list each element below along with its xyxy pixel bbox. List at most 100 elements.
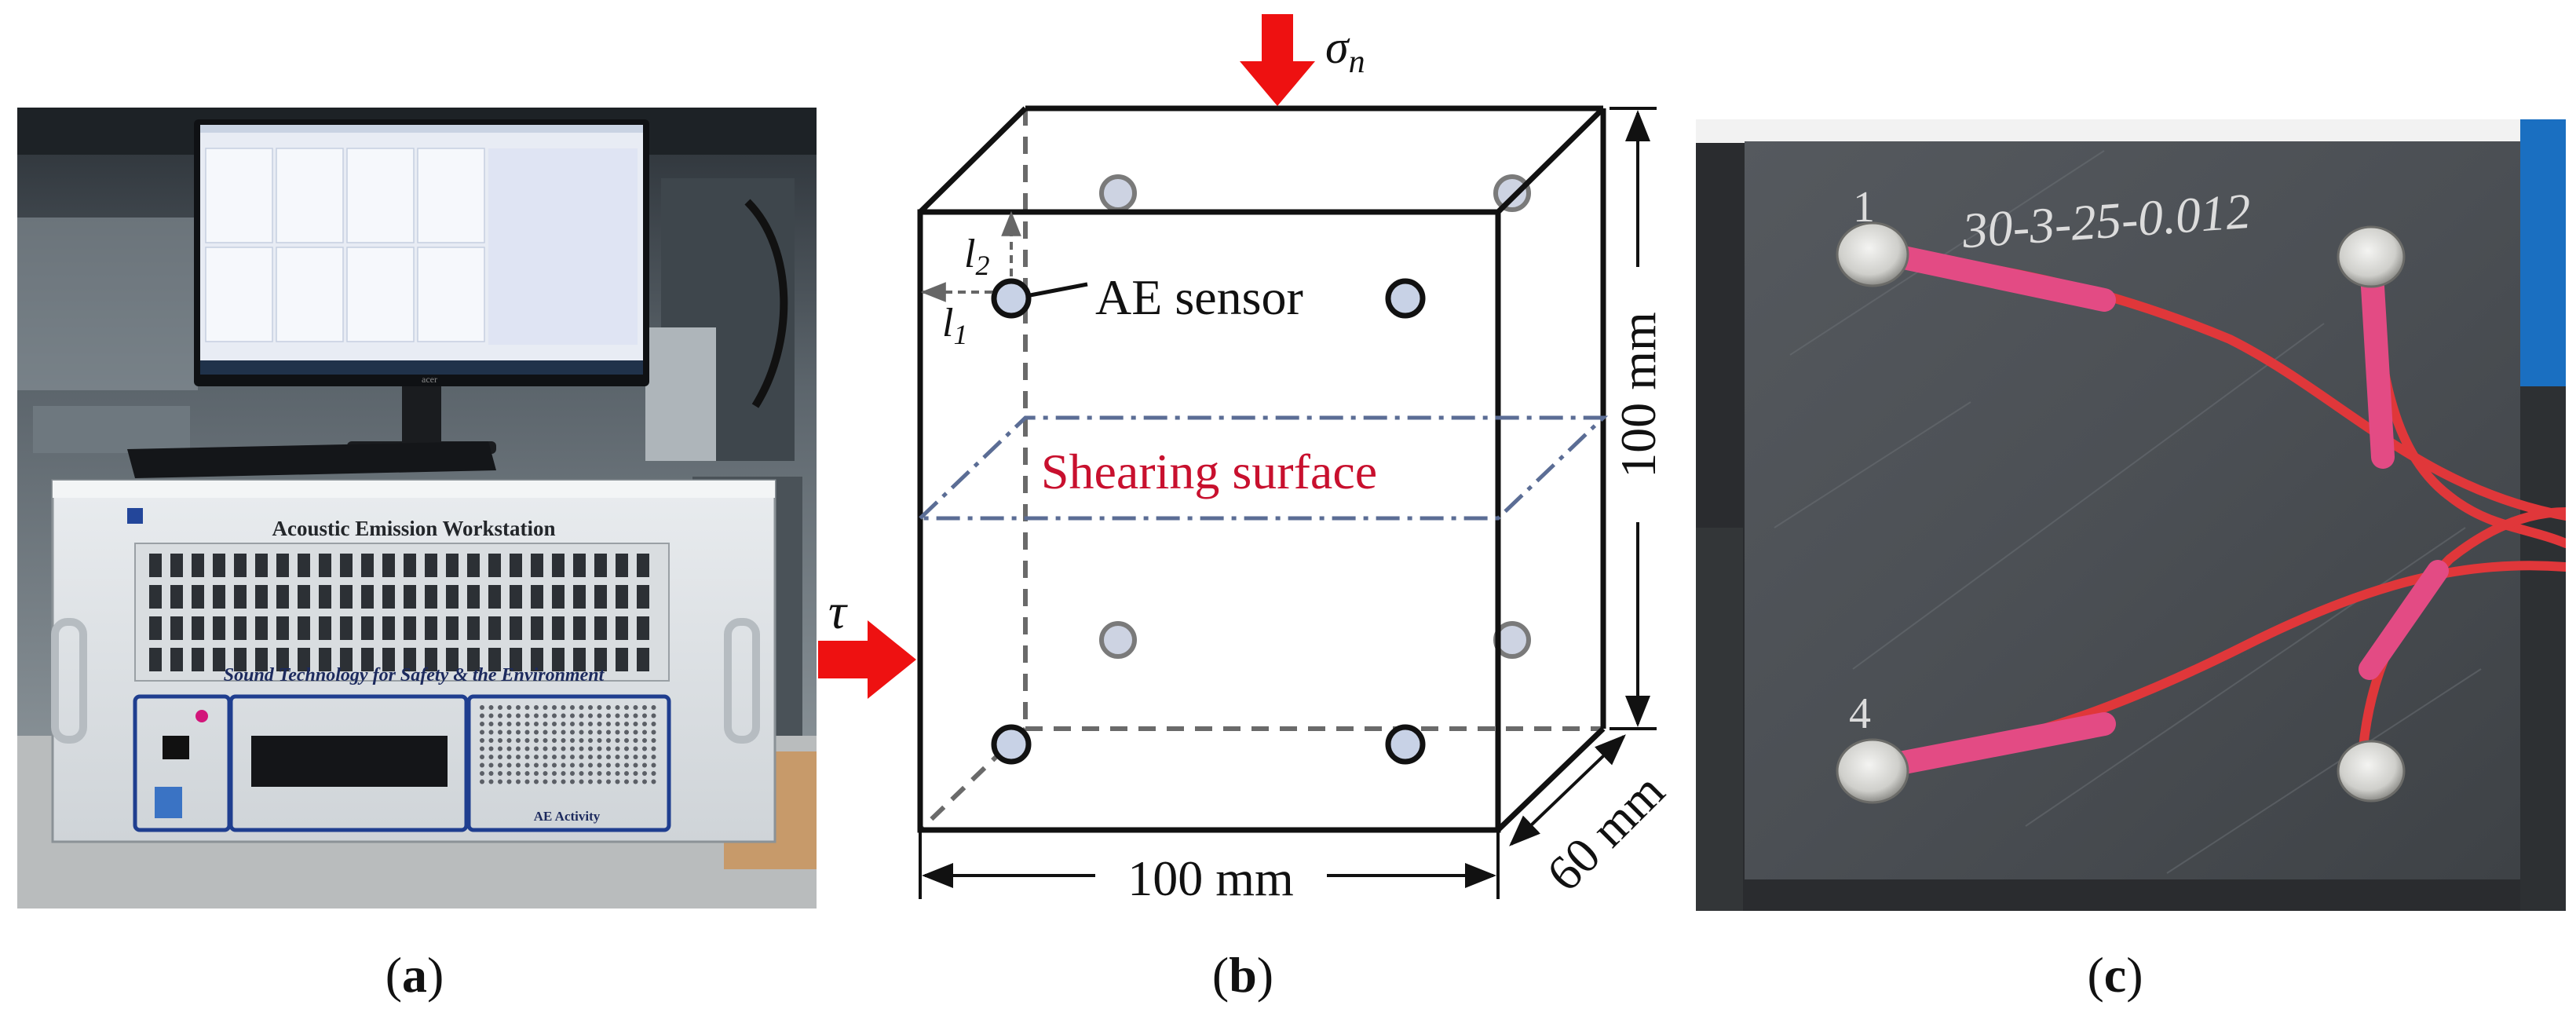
sensor-cables [1888, 245, 2566, 775]
vent-slot [531, 585, 543, 609]
front-sensors [991, 278, 1426, 765]
led-indicator [506, 705, 512, 710]
led-indicator [561, 779, 566, 784]
led-indicator [615, 705, 620, 710]
led-indicator [633, 746, 638, 751]
led-indicator [480, 771, 484, 776]
led-indicator [534, 779, 539, 784]
led-indicator [506, 762, 512, 768]
vent-slot [192, 585, 204, 609]
panel-b-schematic: Shearing surface AE sensor l2 l1 σn τ 1 [809, 0, 1712, 927]
vent-slot [255, 616, 268, 640]
vent-slot [404, 648, 416, 671]
vent-slot [531, 554, 543, 577]
specimen-photo: 30-3-25-0.012 1 4 [1696, 119, 2566, 911]
led-indicator [561, 705, 566, 710]
led-indicator [597, 771, 602, 776]
led-indicator [597, 738, 602, 743]
led-indicator [642, 746, 647, 751]
led-indicator [579, 738, 584, 743]
vent-slot [319, 616, 331, 640]
sensor [2337, 740, 2406, 802]
vent-slot [319, 648, 331, 671]
led-indicator [615, 738, 620, 743]
vent-slot [594, 648, 607, 671]
led-indicator [524, 705, 530, 710]
led-indicator [516, 762, 521, 768]
led-indicator [606, 713, 611, 718]
led-indicator [552, 705, 557, 710]
led-indicator [624, 746, 629, 751]
led-indicator [651, 705, 656, 710]
led-indicator [642, 705, 647, 710]
panel-c-photo: 30-3-25-0.012 1 4 [1696, 119, 2566, 911]
led-indicator [651, 762, 656, 768]
led-indicator [633, 771, 638, 776]
led-indicator [498, 771, 502, 776]
vent-slot [382, 585, 395, 609]
led-indicator [524, 779, 530, 784]
led-indicator [597, 713, 602, 718]
vent-slot [213, 554, 225, 577]
led-indicator [642, 779, 647, 784]
vent-slot [573, 616, 586, 640]
led-indicator [597, 762, 602, 768]
led-indicator [579, 746, 584, 751]
led-indicator [615, 713, 620, 718]
vent-slot [573, 554, 586, 577]
led-indicator [498, 705, 502, 710]
led-indicator [606, 729, 611, 735]
led-indicator [624, 738, 629, 743]
led-indicator [506, 713, 512, 718]
led-indicator [579, 771, 584, 776]
led-indicator [642, 713, 647, 718]
vent-slot [510, 648, 522, 671]
vent-slot [149, 585, 162, 609]
led-indicator [651, 729, 656, 735]
led-indicator [588, 762, 593, 768]
vent-slot [361, 648, 374, 671]
vent-slot [170, 648, 183, 671]
led-indicator [633, 705, 638, 710]
led-indicator [624, 762, 629, 768]
led-indicator [642, 755, 647, 759]
vent-slot [276, 648, 289, 671]
led-indicator [579, 722, 584, 726]
vent-slot [467, 616, 480, 640]
led-indicator [516, 722, 521, 726]
led-indicator [570, 729, 575, 735]
led-indicator [524, 755, 530, 759]
led-indicator [488, 713, 494, 718]
led-indicator [615, 746, 620, 751]
led-indicator [534, 729, 539, 735]
led-indicator [633, 713, 638, 718]
led-indicator [651, 771, 656, 776]
led-indicator [480, 746, 484, 751]
led-indicator [480, 705, 484, 710]
vent-slot [340, 554, 353, 577]
led-indicator [597, 722, 602, 726]
led-indicator [534, 771, 539, 776]
led-indicator [498, 738, 502, 743]
workstation-title: Acoustic Emission Workstation [272, 517, 555, 540]
led-indicator [588, 746, 593, 751]
led-indicator [570, 762, 575, 768]
led-indicator [570, 713, 575, 718]
led-indicator [498, 755, 502, 759]
vent-slot [467, 554, 480, 577]
led-indicator [615, 755, 620, 759]
led-indicator [624, 771, 629, 776]
led-indicator [480, 762, 484, 768]
vent-slot [170, 616, 183, 640]
led-indicator [543, 738, 548, 743]
vent-slot [637, 616, 649, 640]
led-indicator [516, 779, 521, 784]
vent-slot [319, 554, 331, 577]
led-indicator [480, 755, 484, 759]
led-indicator [506, 746, 512, 751]
led-indicator [597, 705, 602, 710]
led-indicator [561, 746, 566, 751]
led-indicator [588, 713, 593, 718]
led-indicator [561, 755, 566, 759]
sensor [991, 278, 1032, 319]
